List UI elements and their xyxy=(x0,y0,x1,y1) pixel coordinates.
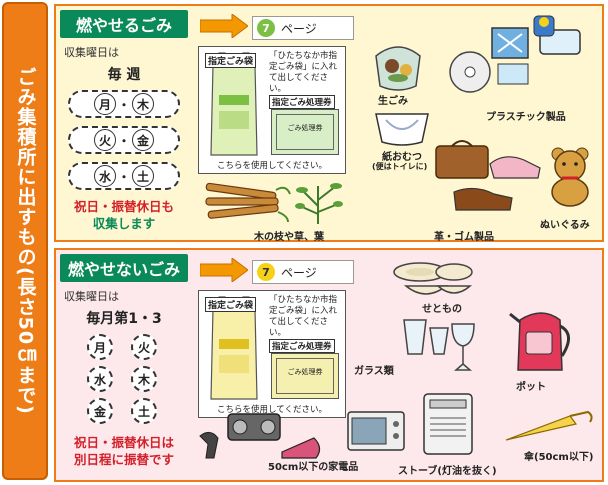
nonburnable-title: 燃やせないごみ xyxy=(60,254,188,282)
pot-icon xyxy=(509,312,570,371)
schedule-label: 収集曜日は xyxy=(64,46,119,59)
diaper-icon xyxy=(375,113,429,146)
day-pair-1: 月・木 xyxy=(68,90,180,118)
ticket-label: 指定ごみ処理券 xyxy=(269,339,335,353)
day-pair-3: 水・土 xyxy=(68,162,180,190)
item-kitchen-waste: 生ごみ xyxy=(378,96,408,107)
holiday-note-2: 収集します xyxy=(92,216,156,231)
stove-icon xyxy=(423,393,473,455)
plastic-products-icon xyxy=(449,15,581,93)
day-circle: 水 xyxy=(87,366,113,392)
kitchen-waste-icon xyxy=(375,46,421,91)
day-circle: 土 xyxy=(131,398,157,424)
plush-toy-icon xyxy=(551,147,589,207)
day-circle: 月 xyxy=(93,93,116,115)
item-plush: ぬいぐるみ xyxy=(540,220,590,231)
schedule-head: 毎 週 xyxy=(107,67,141,83)
item-leather-rubber: 革・ゴム製品 xyxy=(434,232,494,243)
burnable-schedule: 収集曜日は 毎 週 月・木 火・金 水・土 祝日・振替休日も 収集します xyxy=(60,44,188,236)
burnable-section: 燃やせるごみ 収集曜日は 毎 週 月・木 火・金 水・土 祝日・振替休日も 収集… xyxy=(54,4,604,243)
ticket-image: ごみ処理券 xyxy=(271,353,339,399)
arrow-right-icon xyxy=(200,258,248,282)
day-circle: 木 xyxy=(131,366,157,392)
page-number-badge: 7 xyxy=(257,19,275,37)
microwave-icon xyxy=(347,411,405,451)
designated-bag-box: 指定ごみ袋 「ひたちなか市指定ごみ袋」に入れて出してください。 指定ごみ処理券 … xyxy=(198,46,346,174)
ticket-label: 指定ごみ処理券 xyxy=(269,95,335,109)
page-ref-text: ページ xyxy=(281,265,317,280)
day-pair-2: 火・金 xyxy=(68,126,180,154)
use-note: こちらを使用してください。 xyxy=(217,161,327,171)
grass-leaves-icon xyxy=(295,183,343,224)
ticket-text: ごみ処理券 xyxy=(276,114,334,150)
item-stove: ストーブ(灯油を抜く) xyxy=(398,466,497,477)
sidebar-banner: ごみ集積所に出すもの(長さ50㎝まで) xyxy=(2,2,48,480)
arrow-right-icon xyxy=(200,14,248,38)
nonburnable-section: 燃やせないごみ 収集曜日は 毎月第1・3 月 火 水 木 金 土 祝日・振替休日… xyxy=(54,248,604,482)
page-ref-text: ページ xyxy=(281,21,317,36)
day-circle: 土 xyxy=(132,165,154,187)
bag-description: 「ひたちなか市指定ごみ袋」に入れて出してください。 xyxy=(269,51,338,94)
item-appliances: 50cm以下の家電品 xyxy=(268,462,359,473)
item-umbrella: 傘(50cm以下) xyxy=(524,452,594,463)
glass-icon xyxy=(403,319,475,371)
day-circle: 金 xyxy=(132,129,154,151)
item-branches: 木の枝や草、葉 xyxy=(254,232,324,243)
item-diaper: 紙おむつ xyxy=(382,152,422,163)
branches-icon xyxy=(205,182,291,223)
holiday-note-2: 別日程に振替です xyxy=(73,452,174,467)
schedule-head: 毎月第1・3 xyxy=(86,311,162,327)
holiday-note: 祝日・振替休日も xyxy=(73,199,174,214)
schedule-label: 収集曜日は xyxy=(64,290,119,303)
item-glass: ガラス類 xyxy=(354,366,394,377)
page-reference[interactable]: 7 ページ xyxy=(252,260,354,284)
day-circle: 金 xyxy=(87,398,113,424)
use-note: こちらを使用してください。 xyxy=(217,405,327,415)
day-circle: 月 xyxy=(87,334,113,360)
ceramics-icon xyxy=(393,262,473,295)
page-number-badge: 7 xyxy=(257,263,275,281)
leather-rubber-icon xyxy=(435,140,541,211)
day-grid: 月 火 水 木 金 土 xyxy=(60,334,188,424)
umbrella-icon xyxy=(505,410,593,441)
ticket-text: ごみ処理券 xyxy=(276,358,334,394)
day-circle: 木 xyxy=(132,93,154,115)
appliances-icon xyxy=(199,413,321,459)
item-plastic: プラスチック製品 xyxy=(486,112,566,123)
holiday-note: 祝日・振替休日は xyxy=(73,435,174,450)
bag-label: 指定ごみ袋 xyxy=(205,53,257,68)
sidebar-title: ごみ集積所に出すもの(長さ50㎝まで) xyxy=(14,67,37,415)
burnable-title: 燃やせるごみ xyxy=(60,10,188,38)
designated-bag-box: 指定ごみ袋 「ひたちなか市指定ごみ袋」に入れて出してください。 指定ごみ処理券 … xyxy=(198,290,346,418)
page-reference[interactable]: 7 ページ xyxy=(252,16,354,40)
ticket-image: ごみ処理券 xyxy=(271,109,339,155)
day-circle: 火 xyxy=(93,129,116,151)
bag-description: 「ひたちなか市指定ごみ袋」に入れて出してください。 xyxy=(269,295,338,338)
bag-label: 指定ごみ袋 xyxy=(205,297,257,312)
day-circle: 火 xyxy=(131,334,157,360)
item-ceramics: せともの xyxy=(422,304,462,315)
item-pot: ポット xyxy=(516,382,546,393)
item-diaper-note: (便はトイレに) xyxy=(372,162,428,171)
day-circle: 水 xyxy=(93,165,116,187)
nonburnable-schedule: 収集曜日は 毎月第1・3 月 火 水 木 金 土 祝日・振替休日は 別日程に振替… xyxy=(60,288,188,476)
